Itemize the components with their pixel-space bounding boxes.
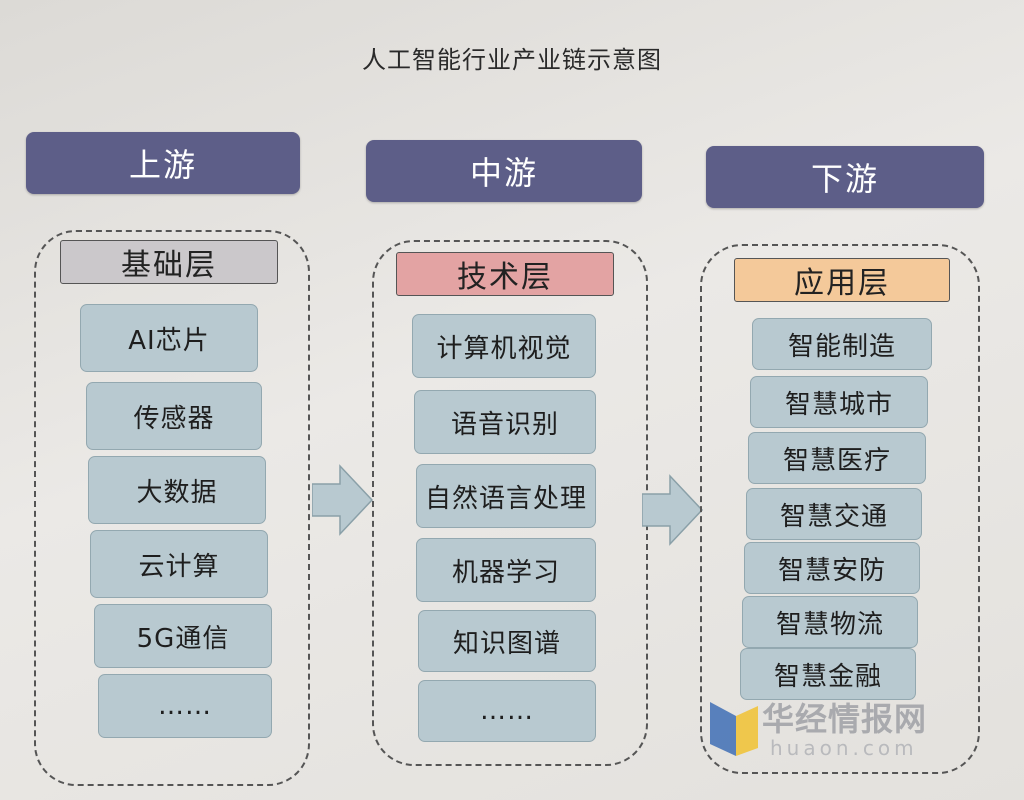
logo: 华经情报网 huaon.com bbox=[706, 694, 946, 764]
item-downstream-2: 智慧城市 bbox=[750, 376, 928, 428]
item-midstream-5: 知识图谱 bbox=[418, 610, 596, 672]
stage-midstream: 中游 bbox=[366, 140, 642, 202]
item-downstream-4: 智慧交通 bbox=[746, 488, 922, 540]
item-midstream-2: 语音识别 bbox=[414, 390, 596, 454]
item-downstream-6: 智慧物流 bbox=[742, 596, 918, 648]
logo-domain: huaon.com bbox=[770, 736, 918, 760]
item-midstream-6: …… bbox=[418, 680, 596, 742]
stage-upstream: 上游 bbox=[26, 132, 300, 194]
group-upstream bbox=[34, 230, 310, 786]
item-downstream-5: 智慧安防 bbox=[744, 542, 920, 594]
item-upstream-2: 传感器 bbox=[86, 382, 262, 450]
item-upstream-5: 5G通信 bbox=[94, 604, 272, 668]
item-midstream-4: 机器学习 bbox=[416, 538, 596, 602]
layer-downstream: 应用层 bbox=[734, 258, 950, 302]
item-upstream-4: 云计算 bbox=[90, 530, 268, 598]
logo-mark-icon bbox=[710, 702, 758, 756]
group-downstream bbox=[700, 244, 980, 774]
stage-downstream: 下游 bbox=[706, 146, 984, 208]
layer-upstream: 基础层 bbox=[60, 240, 278, 284]
item-upstream-1: AI芯片 bbox=[80, 304, 258, 372]
item-downstream-1: 智能制造 bbox=[752, 318, 932, 370]
item-downstream-3: 智慧医疗 bbox=[748, 432, 926, 484]
arrow-right-icon bbox=[312, 464, 374, 536]
item-downstream-7: 智慧金融 bbox=[740, 648, 916, 700]
diagram-title: 人工智能行业产业链示意图 bbox=[362, 46, 662, 74]
item-upstream-6: …… bbox=[98, 674, 272, 738]
item-upstream-3: 大数据 bbox=[88, 456, 266, 524]
layer-midstream: 技术层 bbox=[396, 252, 614, 296]
logo-name: 华经情报网 bbox=[762, 700, 928, 738]
arrow-right-icon bbox=[642, 474, 704, 546]
item-midstream-3: 自然语言处理 bbox=[416, 464, 596, 528]
item-midstream-1: 计算机视觉 bbox=[412, 314, 596, 378]
